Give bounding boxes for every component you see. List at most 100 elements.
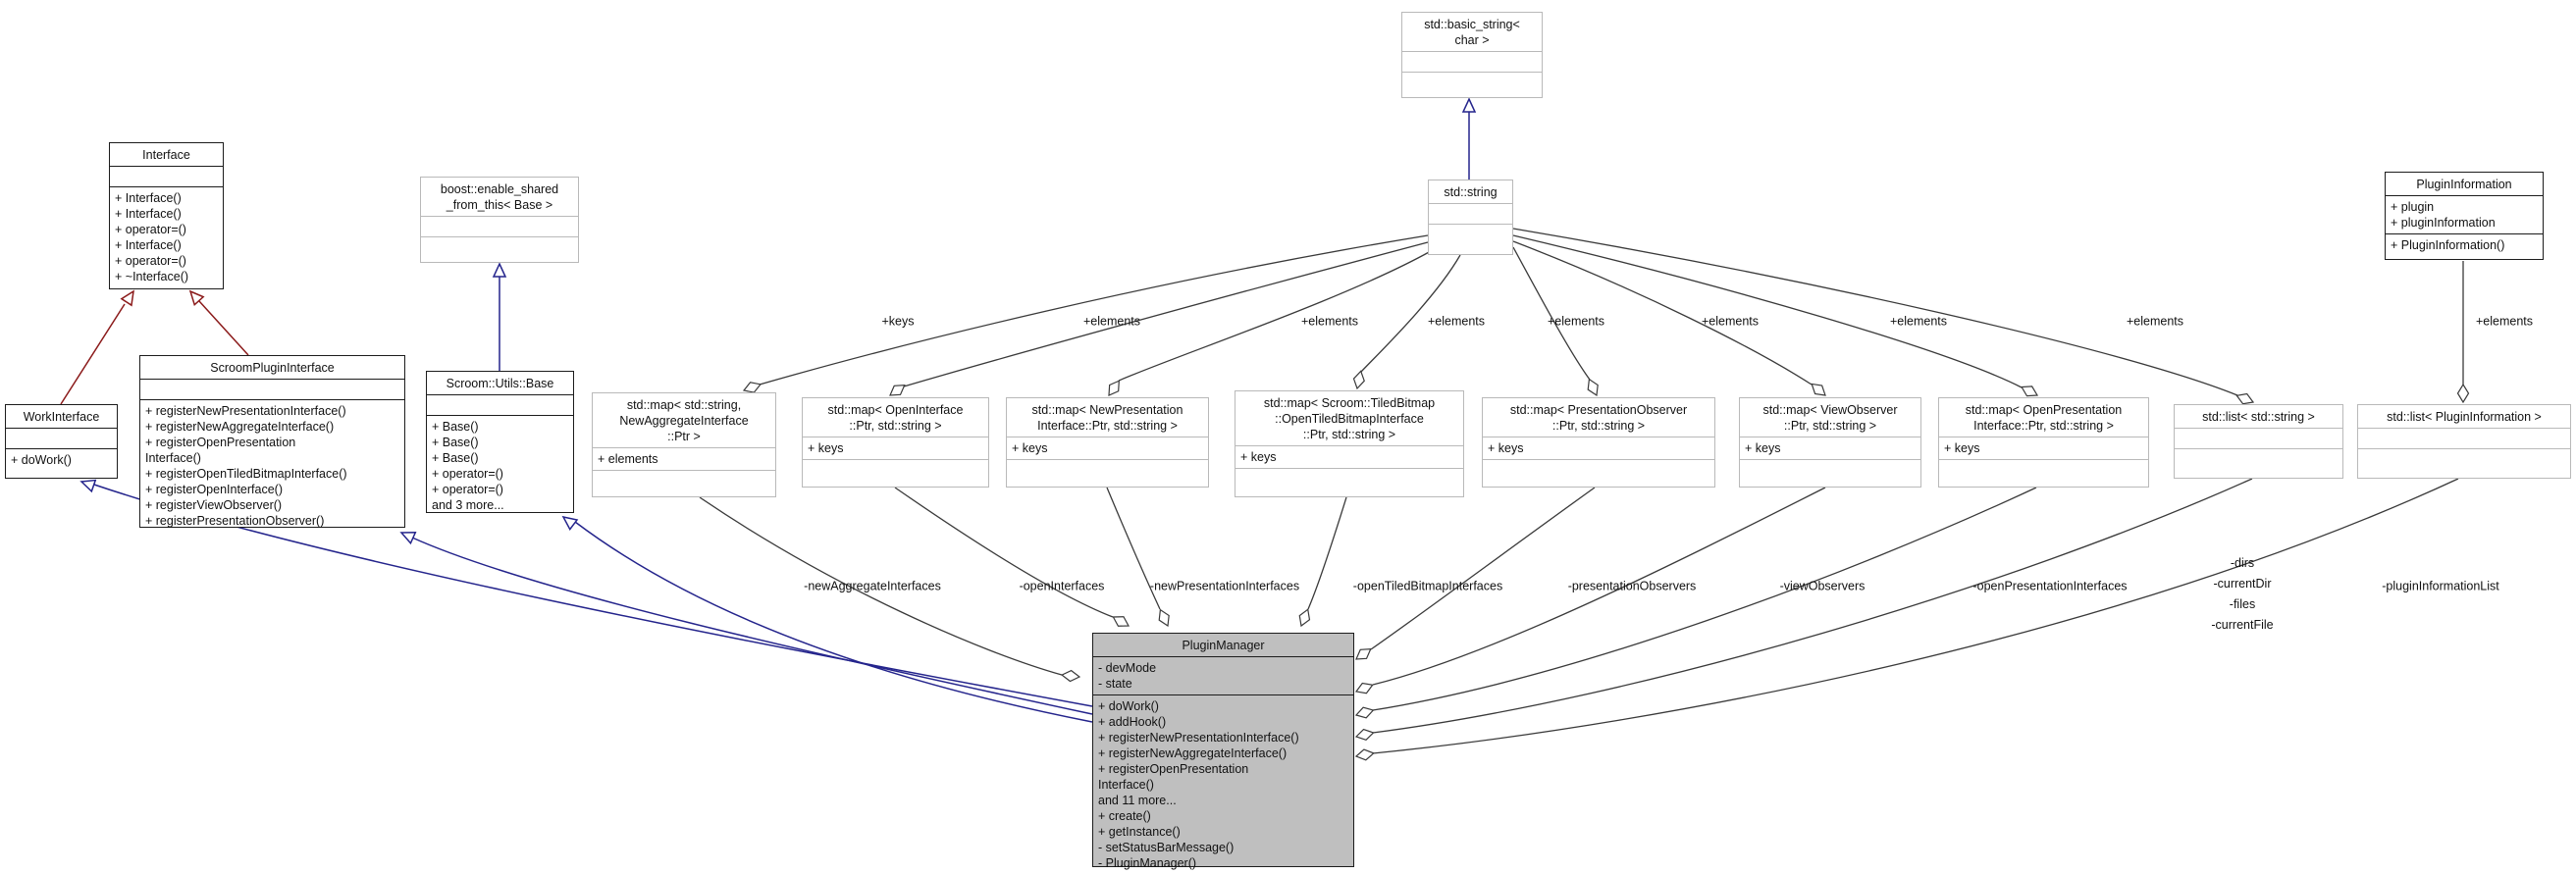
class-title: std::list< std::string >	[2202, 410, 2315, 424]
class-title: std::map< NewPresentation Interface::Ptr…	[1031, 403, 1183, 433]
edge-label-member: -presentationObservers	[1567, 579, 1697, 593]
class-attributes: + keys	[1740, 437, 1920, 459]
diamond-pm-map2	[1112, 616, 1130, 627]
edge-label-elements: +elements	[1701, 314, 1760, 329]
class-attributes	[2358, 428, 2570, 448]
edge-string-map1	[759, 234, 1429, 386]
arrow-workinterface	[79, 479, 97, 493]
diamond-pm-list1	[1354, 728, 1375, 742]
class-box-map-open-interface[interactable]: std::map< OpenInterface ::Ptr, std::stri…	[802, 397, 989, 488]
edge-map3-pm	[1106, 487, 1161, 610]
class-box-map-presentation-observer[interactable]: std::map< PresentationObserver ::Ptr, st…	[1482, 397, 1715, 488]
class-title: std::basic_string< char >	[1424, 18, 1520, 47]
edge-string-map2	[903, 241, 1429, 387]
diamond-pm-map4	[1298, 608, 1311, 628]
diamond-pm-map6	[1354, 682, 1374, 694]
class-methods	[421, 236, 578, 262]
class-title: PluginInformation	[2416, 178, 2512, 191]
diamond-map7	[2021, 386, 2039, 397]
edge-string-map5	[1512, 246, 1591, 381]
edge-string-map4	[1360, 254, 1461, 373]
class-box-plugin-information[interactable]: PluginInformation + plugin + pluginInfor…	[2385, 172, 2544, 260]
edge-string-map7	[1512, 234, 2023, 388]
class-box-scroom-utils-base[interactable]: Scroom::Utils::Base + Base() + Base() + …	[426, 371, 574, 513]
edge-string-list1	[1512, 228, 2238, 396]
arrow-boost	[492, 262, 507, 278]
edge-label-elements: +elements	[1300, 314, 1359, 329]
class-box-list-string[interactable]: std::list< std::string >	[2174, 404, 2343, 479]
class-methods: + doWork()	[6, 448, 117, 478]
edge-label-elements: +elements	[1082, 314, 1141, 329]
class-box-map-view-observer[interactable]: std::map< ViewObserver ::Ptr, std::strin…	[1739, 397, 1921, 488]
class-box-map-open-presentation[interactable]: std::map< OpenPresentation Interface::Pt…	[1938, 397, 2149, 488]
edge-label-member: -dirs -currentDir -files -currentFile	[2211, 556, 2274, 632]
diamond-map2	[889, 385, 906, 396]
class-methods: + Interface() + Interface() + operator=(…	[110, 186, 223, 288]
class-title: WorkInterface	[23, 410, 100, 424]
aggregation-edges	[699, 228, 2464, 754]
class-box-basic-string[interactable]: std::basic_string< char >	[1401, 12, 1543, 98]
arrow-scroomplugininterface	[399, 532, 417, 545]
class-box-map-new-presentation[interactable]: std::map< NewPresentation Interface::Ptr…	[1006, 397, 1209, 488]
class-methods	[1429, 224, 1512, 254]
arrow-utilsbase	[561, 515, 579, 532]
edge-label-member: -viewObservers	[1779, 579, 1866, 593]
other-inheritance-edges	[60, 300, 249, 405]
class-methods: + PluginInformation()	[2386, 233, 2543, 259]
diamond-map6	[1811, 383, 1826, 396]
diamond-pm-list2	[1354, 748, 1375, 761]
class-methods	[2175, 448, 2342, 478]
edge-workinterface-interface	[60, 303, 126, 405]
class-attributes	[6, 428, 117, 448]
class-attributes: - devMode - state	[1093, 656, 1353, 694]
class-methods	[593, 470, 775, 496]
class-attributes: + keys	[803, 437, 988, 459]
class-box-std-string[interactable]: std::string	[1428, 180, 1513, 255]
class-attributes	[421, 216, 578, 236]
class-methods	[1402, 72, 1542, 97]
edge-label-member: -pluginInformationList	[2382, 579, 2499, 593]
class-methods	[1007, 459, 1208, 487]
class-box-map-open-tiled-bitmap[interactable]: std::map< Scroom::TiledBitmap ::OpenTile…	[1235, 390, 1464, 497]
class-box-scroom-plugin-interface[interactable]: ScroomPluginInterface + registerNewPrese…	[139, 355, 405, 528]
class-box-work-interface[interactable]: WorkInterface + doWork()	[5, 404, 118, 479]
edge-label-member: -openPresentationInterfaces	[1972, 579, 2128, 593]
class-title: std::map< Scroom::TiledBitmap ::OpenTile…	[1263, 396, 1436, 441]
class-box-interface[interactable]: Interface + Interface() + Interface() + …	[109, 142, 224, 289]
diamond-map4	[1352, 370, 1365, 390]
class-methods	[803, 459, 988, 487]
class-attributes: + keys	[1007, 437, 1208, 459]
edge-label-member: -openInterfaces	[1019, 579, 1105, 593]
edge-map7-pm	[1372, 487, 2037, 711]
class-attributes	[1402, 51, 1542, 72]
class-box-plugin-manager[interactable]: PluginManager - devMode - state + doWork…	[1092, 633, 1354, 870]
class-title: std::list< PluginInformation >	[2387, 410, 2542, 424]
class-title: std::map< PresentationObserver ::Ptr, st…	[1509, 403, 1688, 433]
class-box-list-plugin-information[interactable]: std::list< PluginInformation >	[2357, 404, 2571, 479]
edge-map6-pm	[1372, 487, 1826, 686]
class-box-map-new-aggregate[interactable]: std::map< std::string, NewAggregateInter…	[592, 392, 776, 497]
class-title: boost::enable_shared _from_this< Base >	[440, 182, 559, 212]
class-attributes	[1429, 203, 1512, 224]
class-attributes	[140, 379, 404, 399]
edge-label-elements: +elements	[1427, 314, 1486, 329]
diamond-pm-map7	[1354, 706, 1375, 719]
class-methods: + Base() + Base() + Base() + operator=()…	[427, 415, 573, 512]
class-title: std::map< ViewObserver ::Ptr, std::strin…	[1762, 403, 1898, 433]
class-title: std::string	[1444, 185, 1498, 199]
other-inheritance-arrowheads	[120, 289, 205, 307]
edge-label-keys: +keys	[881, 314, 915, 329]
edge-map2-pm	[894, 487, 1114, 618]
edge-list1-pm	[1372, 478, 2253, 734]
arrow-interface-right	[188, 289, 205, 307]
edge-map4-pm	[1307, 496, 1347, 610]
edge-label-elements: +elements	[2126, 314, 2184, 329]
edge-map5-pm	[1370, 487, 1596, 650]
class-title: std::map< std::string, NewAggregateInter…	[619, 398, 749, 443]
class-methods: + registerNewPresentationInterface() + r…	[140, 399, 404, 528]
class-title: ScroomPluginInterface	[210, 361, 335, 375]
class-box-boost-enable-shared[interactable]: boost::enable_shared _from_this< Base >	[420, 177, 579, 263]
class-methods	[1740, 459, 1920, 487]
